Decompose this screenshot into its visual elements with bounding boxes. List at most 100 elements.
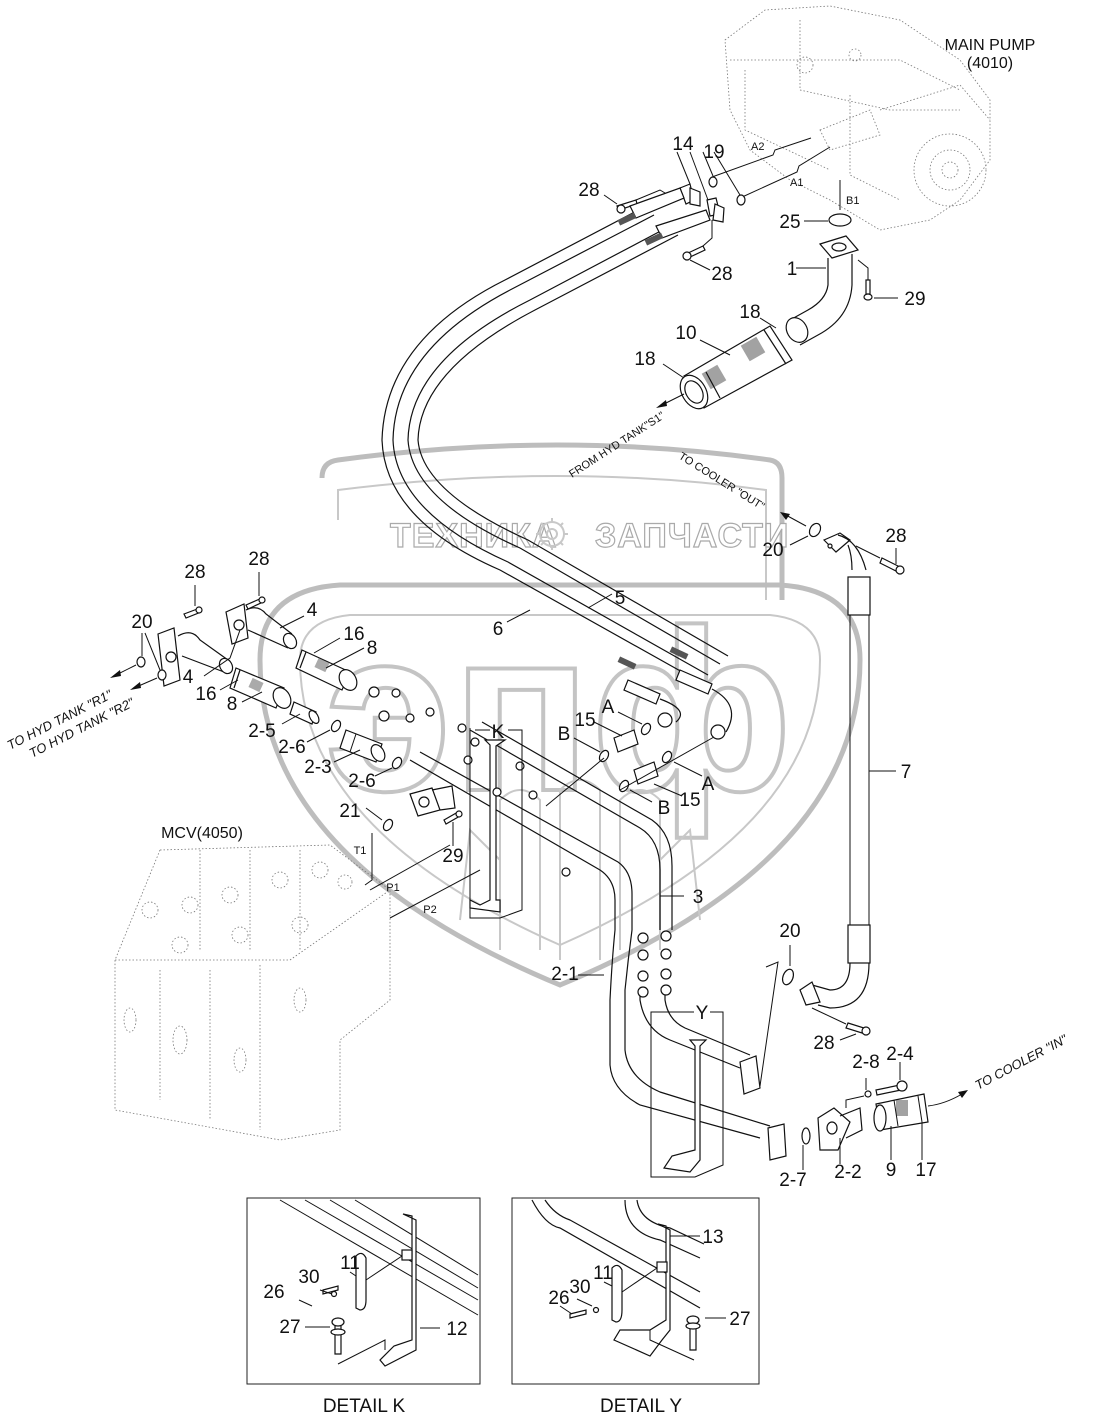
cooler-out-elbow — [822, 532, 867, 571]
label-15-bottom: 15 — [679, 790, 700, 811]
detail-y-label-13: 13 — [702, 1227, 723, 1248]
port-b-top: B — [558, 724, 571, 745]
detail-k-panel — [246, 1197, 481, 1385]
port-a-top: A — [602, 697, 615, 718]
leader-10 — [699, 339, 731, 356]
leader-15-bottom — [653, 783, 683, 797]
leader-5 — [587, 593, 613, 609]
o-ring-20-left — [136, 632, 167, 681]
label-25: 25 — [779, 212, 800, 233]
leader-4-top — [279, 615, 305, 629]
label-4-top: 4 — [307, 600, 318, 621]
return-elbow-4-left — [157, 627, 234, 687]
o-ring-25 — [828, 213, 852, 227]
detail-k-label-26: 26 — [263, 1282, 284, 1303]
label-19: 19 — [703, 142, 724, 163]
cooler-hose-9 — [873, 1093, 929, 1132]
arrow-to-cooler-out — [780, 512, 807, 527]
label-7: 7 — [901, 762, 912, 783]
port-t1: T1 — [354, 845, 367, 857]
port-a2: A2 — [751, 141, 764, 153]
label-3: 3 — [693, 887, 704, 908]
leader-b-top — [573, 737, 601, 753]
detail-k-label-27: 27 — [279, 1317, 300, 1338]
label-14: 14 — [672, 134, 694, 155]
label-29-pump: 29 — [904, 289, 925, 310]
fitting-15-top — [598, 722, 652, 763]
label-2-6-b: 2-6 — [348, 771, 375, 792]
suction-hose-10 — [679, 325, 793, 410]
leader-6 — [506, 609, 531, 623]
arrow-to-cooler-in — [927, 1090, 968, 1107]
label-20-cooler-out: 20 — [762, 540, 783, 561]
leader-18-top — [759, 317, 777, 329]
leader-port-link-b — [545, 757, 605, 807]
pump-port-leaders — [711, 137, 841, 210]
label-1: 1 — [787, 259, 798, 280]
label-9: 9 — [886, 1160, 897, 1181]
detail-y-label-11: 11 — [593, 1263, 613, 1284]
arrows-to-tank — [110, 664, 158, 690]
label-2-7: 2-7 — [779, 1170, 806, 1191]
label-16-top: 16 — [343, 624, 364, 645]
label-2-8: 2-8 — [852, 1052, 879, 1073]
pipes-2-1-and-3 — [368, 686, 787, 1161]
port-a-bottom: A — [702, 774, 715, 795]
label-28-left-b: 28 — [248, 549, 269, 570]
leader-20-cooler-out — [789, 535, 809, 546]
callout-k: K — [492, 722, 505, 743]
return-hose-8-top — [295, 649, 358, 691]
fitting-2-5 — [289, 701, 320, 725]
label-28-pump-upper: 28 — [578, 180, 599, 201]
label-2-2: 2-2 — [834, 1162, 861, 1183]
detail-y-label-27: 27 — [729, 1309, 750, 1330]
watermark-logo: эпф — [325, 582, 792, 839]
label-6: 6 — [493, 619, 504, 640]
bolt-28-lower-right — [811, 1007, 871, 1041]
leader-lower-pipe — [759, 961, 779, 1087]
mcv-name: MCV(4050) — [161, 825, 243, 842]
leader-port-link-a — [619, 736, 715, 791]
leader-8-left — [241, 691, 263, 703]
watermark: ТЕХНИКА ЗАПЧАСТИ эпф — [257, 442, 863, 988]
bolt-28-left-b — [245, 572, 266, 610]
port-a1: A1 — [790, 177, 803, 189]
label-2-1: 2-1 — [551, 964, 578, 985]
detail-y-label-30: 30 — [569, 1277, 590, 1298]
leader-15-top — [593, 721, 623, 737]
callout-box-y — [650, 1011, 724, 1178]
detail-k-label-30: 30 — [298, 1267, 319, 1288]
leader-16-left — [219, 679, 239, 691]
hose-5-and-6 — [381, 187, 733, 740]
mcv-drawing — [114, 844, 391, 1141]
watermark-line2: ЗАПЧАСТИ — [595, 517, 789, 555]
label-15-top: 15 — [574, 710, 595, 731]
watermark-line1: ТЕХНИКА — [390, 517, 557, 555]
port-b1: B1 — [846, 195, 859, 207]
label-4-left: 4 — [183, 667, 194, 688]
detail-y-panel — [511, 1197, 760, 1385]
o-ring-20-cooler-out — [808, 522, 822, 538]
fitting-2-3 — [339, 729, 386, 763]
bolt-28-left-a — [183, 585, 203, 619]
washer-2-8 — [864, 1090, 872, 1098]
port-p1: P1 — [386, 882, 399, 894]
o-ring-2-7 — [801, 1127, 811, 1145]
leader-2-6-b — [374, 767, 393, 777]
leader-2-5 — [281, 713, 301, 725]
callout-y: Y — [696, 1003, 709, 1024]
bolt-2-4 — [875, 1062, 908, 1096]
arrow-from-tank-s1 — [656, 393, 685, 408]
split-flange-14 — [676, 151, 725, 223]
o-ring-21 — [382, 818, 394, 832]
main-pump-name: MAIN PUMP — [945, 37, 1036, 54]
mcv-flange — [409, 785, 456, 817]
port-p2: P2 — [423, 904, 436, 916]
bolt-29-mcv — [443, 810, 463, 846]
label-17: 17 — [915, 1160, 936, 1181]
detail-y-label-26: 26 — [548, 1288, 569, 1309]
label-2-6-a: 2-6 — [278, 737, 305, 758]
o-ring-20-lower — [781, 968, 795, 986]
label-28-pump-lower: 28 — [711, 264, 732, 285]
o-ring-2-6-a — [330, 719, 342, 733]
